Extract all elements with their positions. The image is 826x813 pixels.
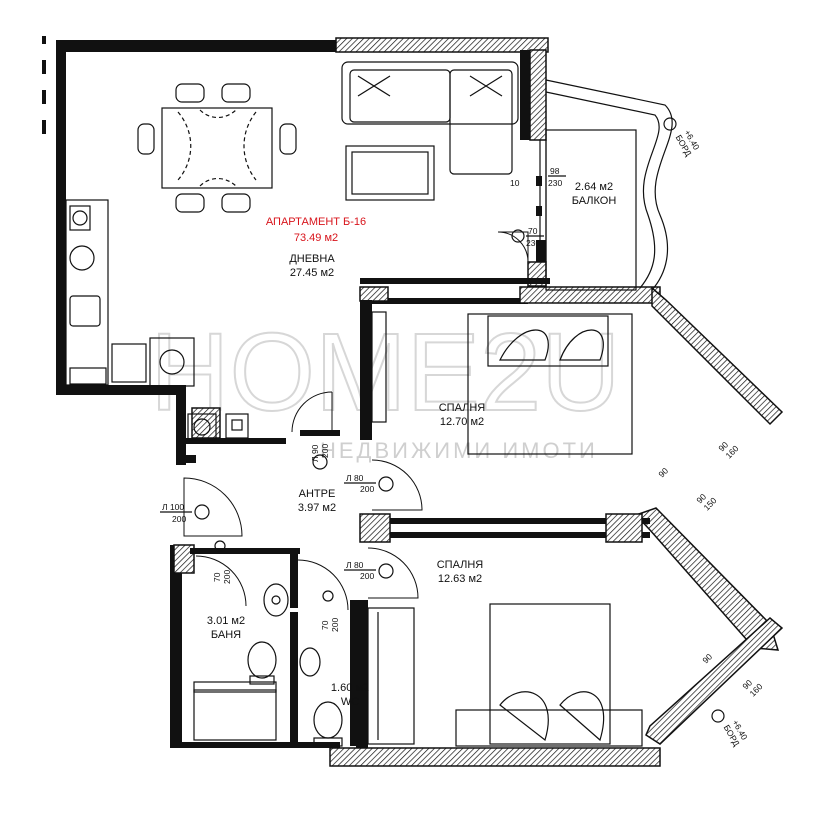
window3-width: 90 [656,465,670,479]
bedroom1-name: СПАЛНЯ [439,402,486,414]
balcony-door-mark: 70 [528,226,538,236]
washing-machine [187,413,249,441]
bathroom-fixtures [193,583,289,741]
bedroom2-name: СПАЛНЯ [437,559,484,571]
window5-width: 90 [700,651,714,665]
hall-door-height: 200 [320,444,330,458]
entrance-door-height: 200 [172,514,186,524]
bed-bedroom1 [467,313,633,455]
bath-door-mark: 70 [212,572,222,582]
balcony-window-height: 230 [548,178,562,188]
apartment-name: АПАРТАМЕНТ Б-16 [266,216,366,228]
doors [183,231,529,611]
bathroom-area: 3.01 м2 [207,615,245,627]
rug [345,145,435,201]
apartment-area: 73.49 м2 [294,232,338,244]
bedroom2-area: 12.63 м2 [438,573,482,585]
wall-thickness-mark: 10 [510,178,520,188]
living-room-name: ДНЕВНА [289,253,335,265]
bathroom-name: БАНЯ [211,629,241,641]
living-room-area: 27.45 м2 [290,267,334,279]
hall-area: 3.97 м2 [298,502,336,514]
entrance-door-mark: Л 100 [162,502,184,512]
bedroom1-area: 12.70 м2 [440,416,484,428]
watermark-subtitle: НЕДВИЖИМИ ИМОТИ [320,438,598,463]
exterior-walls [42,36,784,767]
wardrobe-bedroom2 [367,607,415,745]
wc-door-mark: 70 [320,620,330,630]
wc-fixtures [299,647,343,747]
wc-door-height: 200 [330,618,340,632]
balcony-name: БАЛКОН [572,195,617,207]
wc-area: 1.60 м2 [331,682,369,694]
bed-bedroom2 [455,603,643,747]
door-marks: 98 230 10 70 230 Л 100 200 Л 80 200 Л 80… [160,166,566,632]
wc-name: WC [341,696,359,708]
bedroom2-door-height: 200 [360,571,374,581]
balcony-area: 2.64 м2 [575,181,613,193]
dining-table [137,83,297,213]
bedroom1-door-height: 200 [360,484,374,494]
labels: АПАРТАМЕНТ Б-16 73.49 м2 ДНЕВНА 27.45 м2… [207,181,616,708]
fridge [111,337,195,387]
hall-name: АНТРЕ [299,488,336,500]
sofa [341,61,519,175]
balcony-window-mark: 98 [550,166,560,176]
bedroom1-door-mark: Л 80 [346,473,364,483]
bedroom2-door-mark: Л 80 [346,560,364,570]
balcony-door-height: 230 [526,238,540,248]
hall-door-mark: Л 90 [310,444,320,462]
balcony [536,79,673,291]
kitchen-counter [65,199,109,386]
bath-door-height: 200 [222,570,232,584]
